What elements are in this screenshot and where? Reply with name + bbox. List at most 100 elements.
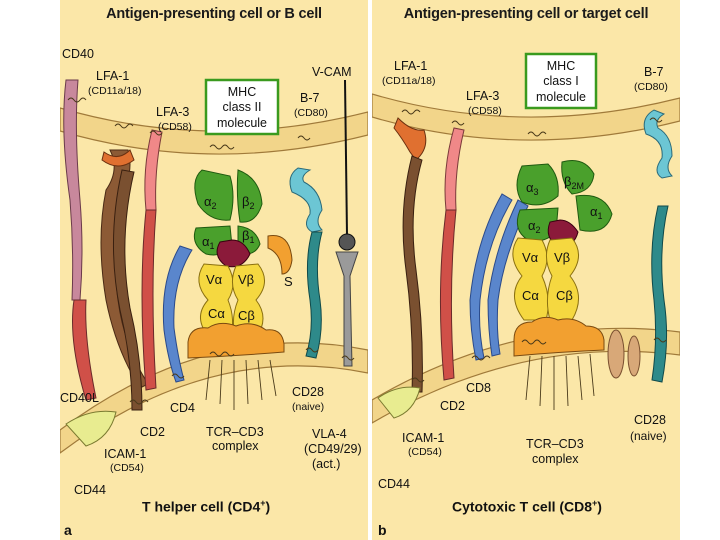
label-lfa3-b: LFA-3 xyxy=(466,89,499,103)
label-cd8: CD8 xyxy=(466,381,491,395)
label-lfa3-sub-b: (CD58) xyxy=(468,105,502,117)
label-valpha: Vα xyxy=(206,272,223,287)
mhc1-alpha3 xyxy=(516,163,559,206)
label-lfa1: LFA-1 xyxy=(96,69,129,83)
tcr-tails xyxy=(205,359,277,410)
membrane-protein-2 xyxy=(627,335,641,377)
label-vla1: VLA-4 xyxy=(312,427,347,441)
panel-a-letter: a xyxy=(64,522,72,538)
icam1-molecule xyxy=(113,169,143,411)
cd3-complex xyxy=(187,322,285,359)
label-lfa1-sub-b: (CD11a/18) xyxy=(382,75,436,87)
label-alpha3-b: α3 xyxy=(526,180,539,197)
panel-b-footer: Cytotoxic T cell (CD8+) xyxy=(452,498,602,515)
label-icam-sub: (CD54) xyxy=(110,462,144,474)
label-cd44-b: CD44 xyxy=(378,477,410,491)
panel-b-diagram: MHC class I molecule LFA-1 (CD11a/18) LF… xyxy=(372,52,680,491)
label-alpha2-b: α2 xyxy=(528,218,541,235)
cd4-molecule xyxy=(162,245,193,383)
panel-a-footer: T helper cell (CD4+) xyxy=(142,498,270,515)
cd44-molecule xyxy=(65,410,117,447)
label-b7-b: B-7 xyxy=(644,65,664,79)
label-tcr2: complex xyxy=(212,439,259,453)
lfa1-molecule-b xyxy=(393,117,427,161)
tcell-membrane xyxy=(60,342,368,454)
label-vcam: V-CAM xyxy=(312,65,352,79)
label-tcr2-b: complex xyxy=(532,452,579,466)
cd28-molecule xyxy=(305,231,323,359)
label-cbeta-b: Cβ xyxy=(556,288,573,303)
vla4-molecule xyxy=(335,251,359,367)
label-icam: ICAM-1 xyxy=(104,447,146,461)
label-cd28-b: CD28 xyxy=(634,413,666,427)
panel-b-title: Antigen-presenting cell or target cell xyxy=(403,6,649,22)
label-cd40: CD40 xyxy=(62,47,94,61)
lfa1-head xyxy=(101,149,135,167)
label-tcr1-b: TCR–CD3 xyxy=(526,437,584,451)
panel-b-letter: b xyxy=(378,522,387,538)
panel-b-footer-sup: + xyxy=(592,498,598,508)
label-b2m-b: β2M xyxy=(564,174,584,191)
panel-a-title: Antigen-presenting cell or B cell xyxy=(106,6,322,22)
s-molecule xyxy=(267,235,293,275)
label-b7: B-7 xyxy=(300,91,320,105)
panel-a: Antigen-presenting cell or B cell xyxy=(60,0,368,540)
cd2-molecule xyxy=(141,209,157,391)
mhc1-alpha1 xyxy=(575,194,613,232)
b7-molecule xyxy=(289,167,324,233)
cd3-complex-b xyxy=(513,316,605,357)
apc-membrane xyxy=(60,107,368,155)
label-tcr1: TCR–CD3 xyxy=(206,425,264,439)
mhc1-b2m xyxy=(561,160,595,195)
lfa3-molecule-b xyxy=(444,127,465,211)
cd28-molecule-b xyxy=(651,205,669,383)
label-calpha: Cα xyxy=(208,306,225,321)
label-cd2: CD2 xyxy=(140,425,165,439)
label-vbeta-b: Vβ xyxy=(554,250,570,265)
mhc1-box-line3: molecule xyxy=(536,90,586,104)
mhc2-label-box xyxy=(204,78,280,136)
label-cd28: CD28 xyxy=(292,385,324,399)
label-vbeta: Vβ xyxy=(238,272,254,287)
membrane-protein xyxy=(607,329,625,379)
panel-b-footer-end: ) xyxy=(597,498,602,515)
label-lfa3-sub: (CD58) xyxy=(158,121,192,133)
label-calpha-b: Cα xyxy=(522,288,539,303)
label-cd28-sub: (naive) xyxy=(292,401,324,413)
label-lfa1-b: LFA-1 xyxy=(394,59,427,73)
panel-a-footer-end: ) xyxy=(265,498,271,515)
label-beta1: β1 xyxy=(242,228,255,245)
label-lfa3: LFA-3 xyxy=(156,105,189,119)
mhc2-box-line3: molecule xyxy=(217,116,267,130)
label-icam-b: ICAM-1 xyxy=(402,431,444,445)
panel-a-diagram: MHC class II molecule CD40 LFA-1 (CD11a/… xyxy=(60,47,368,497)
mhc2-box-line1: MHC xyxy=(228,85,256,99)
tcr-tails-b xyxy=(525,353,595,410)
mhc2-beta2 xyxy=(236,169,263,223)
label-b7-sub-b: (CD80) xyxy=(634,81,668,93)
mhc1-box-line2: class I xyxy=(543,74,578,88)
mhc2-alpha2 xyxy=(194,169,234,221)
icam1-molecule-b xyxy=(402,155,423,393)
mhc1-box-line1: MHC xyxy=(547,59,575,73)
label-lfa1-sub: (CD11a/18) xyxy=(88,85,142,97)
cd40l-molecule xyxy=(72,299,97,401)
panel-a-footer-text: T helper cell (CD4 xyxy=(142,498,261,515)
vcam-head xyxy=(338,233,356,251)
b7-molecule-b xyxy=(643,109,674,179)
label-s: S xyxy=(284,274,293,289)
vcam-line xyxy=(344,79,348,236)
panel-b-footer-text: Cytotoxic T cell (CD8 xyxy=(452,498,593,515)
label-cd40l: CD40L xyxy=(60,391,99,405)
panel-b: Antigen-presenting cell or target cell xyxy=(372,0,680,540)
mhc2-box-line2: class II xyxy=(223,100,262,114)
label-alpha1-b: α1 xyxy=(590,204,603,221)
cd8-beta xyxy=(487,199,529,357)
mhc1-label-box xyxy=(524,52,598,110)
panel-a-footer-sup: + xyxy=(260,498,266,508)
membrane-coils xyxy=(67,97,355,405)
label-beta2: β2 xyxy=(242,194,255,211)
label-icam-sub-b: (CD54) xyxy=(408,446,442,458)
label-cd4: CD4 xyxy=(170,401,195,415)
cd44-molecule-b xyxy=(377,386,421,419)
